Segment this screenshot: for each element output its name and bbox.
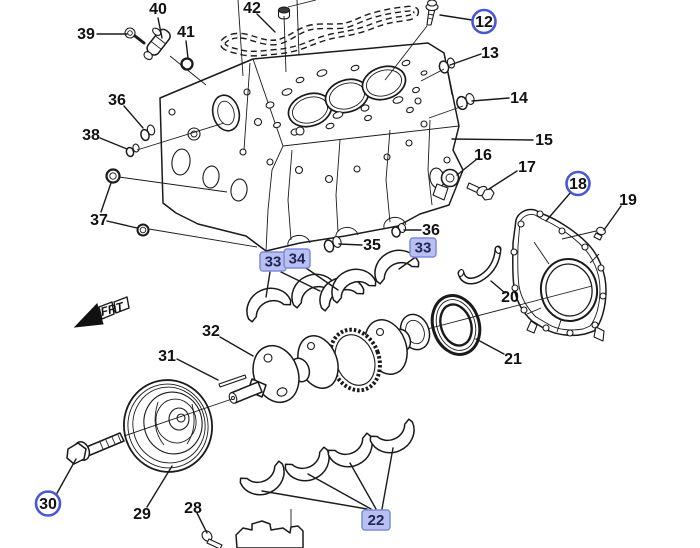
svg-text:33: 33 (265, 254, 282, 271)
callout-36-front: 36 (108, 92, 126, 109)
callout-40: 40 (149, 1, 167, 18)
callout-36-rear: 36 (422, 222, 440, 239)
callout-19: 19 (619, 192, 637, 209)
callout-37: 37 (90, 212, 108, 229)
callout-16: 16 (474, 147, 492, 164)
plug-36-rear (391, 223, 407, 238)
callout-12-highlighted[interactable]: 12 (471, 8, 497, 35)
svg-text:34: 34 (289, 251, 306, 268)
callout-17: 17 (518, 159, 536, 176)
chain-gasket (219, 5, 420, 57)
callout-18-highlighted[interactable]: 18 (565, 170, 591, 197)
callout-42: 42 (243, 0, 261, 17)
plug-13 (420, 57, 456, 82)
crankshaft (228, 313, 431, 404)
sensor-bolt (466, 182, 495, 201)
mount-bracket (235, 509, 304, 548)
callout-32: 32 (202, 323, 220, 340)
cap-plug (277, 6, 291, 20)
callout-41: 41 (177, 24, 195, 41)
callout-15: 15 (535, 132, 553, 149)
svg-text:30: 30 (39, 496, 57, 513)
rear-main-seal (430, 294, 482, 356)
callout-14: 14 (510, 90, 528, 107)
alignment-lines (237, 0, 317, 77)
dowel-ring-lower (136, 223, 258, 248)
plug-14 (428, 93, 475, 119)
callout-38: 38 (82, 127, 100, 144)
crank-position-sensor (124, 27, 207, 86)
callout-33-right-highlighted[interactable]: 33 (409, 237, 437, 258)
leader-lines (55, 13, 622, 534)
dowel-ring-upper (105, 168, 228, 193)
callouts: 39 40 41 36 38 37 42 13 14 15 16 17 19 2… (34, 0, 637, 531)
plug-38 (125, 122, 225, 158)
callout-22-highlighted[interactable]: 22 (361, 509, 391, 531)
callout-21: 21 (504, 351, 522, 368)
front-face-details (168, 62, 451, 247)
balancer-pulley (123, 379, 213, 473)
cup-plugs (105, 57, 475, 253)
callout-35: 35 (363, 237, 381, 254)
front-direction-arrow: FRT (73, 296, 130, 328)
crankshaft-key (218, 374, 247, 388)
svg-text:18: 18 (569, 176, 587, 193)
callout-28: 28 (184, 500, 202, 517)
bracket-bolt (201, 530, 223, 548)
engine-block (159, 42, 464, 252)
knock-sensor (432, 168, 460, 201)
bearing-shells-lower (237, 417, 422, 503)
plug-35 (323, 236, 342, 253)
svg-text:22: 22 (368, 512, 385, 529)
cylinder-bores (287, 65, 407, 128)
head-bolt (384, 0, 439, 81)
cover-bolt (561, 226, 606, 241)
callout-34-highlighted[interactable]: 34 (283, 248, 311, 269)
callout-33-left-highlighted[interactable]: 33 (259, 251, 287, 272)
callout-31: 31 (158, 348, 176, 365)
cover-bolt-holes (510, 210, 607, 337)
balancer-bolt (66, 398, 233, 465)
gasket-tube (457, 245, 502, 285)
plug-36-front (140, 124, 156, 142)
deck-holes (265, 59, 428, 136)
callout-20: 20 (501, 289, 519, 306)
o-ring (180, 57, 194, 71)
rear-cover-plate (510, 208, 607, 342)
callout-30-highlighted[interactable]: 30 (34, 490, 62, 517)
callout-39: 39 (77, 26, 95, 43)
frt-label: FRT (99, 299, 127, 319)
svg-text:33: 33 (415, 240, 432, 257)
svg-text:12: 12 (475, 14, 493, 31)
crank-axis-rear (407, 285, 593, 335)
callout-29: 29 (133, 506, 151, 523)
callout-13: 13 (481, 45, 499, 62)
